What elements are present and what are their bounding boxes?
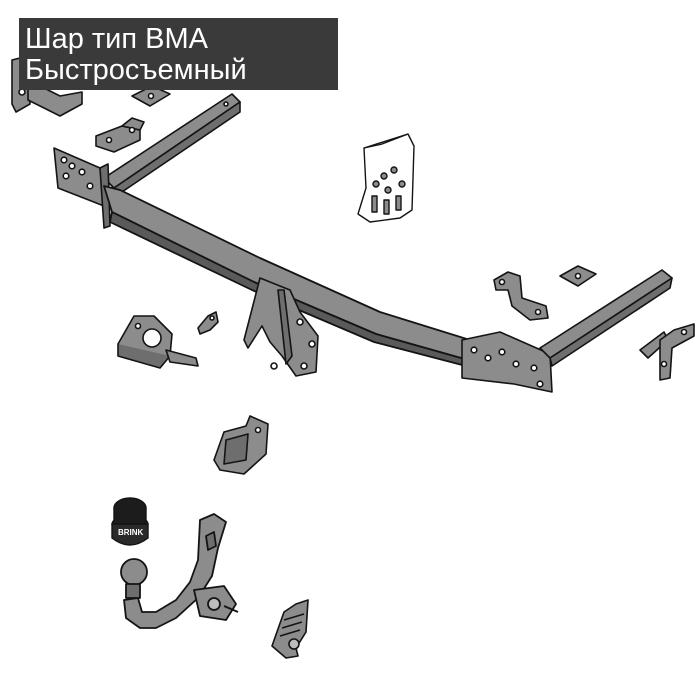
product-caption: Шар тип BMA Быстросъемный (19, 18, 338, 90)
flat-plate-right (559, 265, 597, 287)
hardware-bag (357, 133, 415, 223)
angle-bracket-small (95, 117, 145, 153)
ball-lock-insert (271, 599, 309, 659)
electrical-socket-bracket (213, 415, 269, 475)
curved-bracket-right (493, 271, 549, 321)
brink-logo-text: BRINK (118, 528, 144, 537)
right-side-arm (539, 269, 673, 367)
right-end-plate (461, 331, 553, 393)
left-end-plate (53, 147, 111, 229)
caption-line-1: Шар тип BMA (25, 23, 208, 55)
detachable-tow-ball (120, 513, 239, 629)
socket-mounting-plate (117, 315, 199, 369)
ball-cap (111, 497, 149, 546)
caption-line-2: Быстросъемный (25, 54, 247, 86)
small-hook-bracket (197, 311, 219, 335)
right-l-bracket (639, 323, 695, 381)
center-receiver-bracket (243, 277, 319, 377)
